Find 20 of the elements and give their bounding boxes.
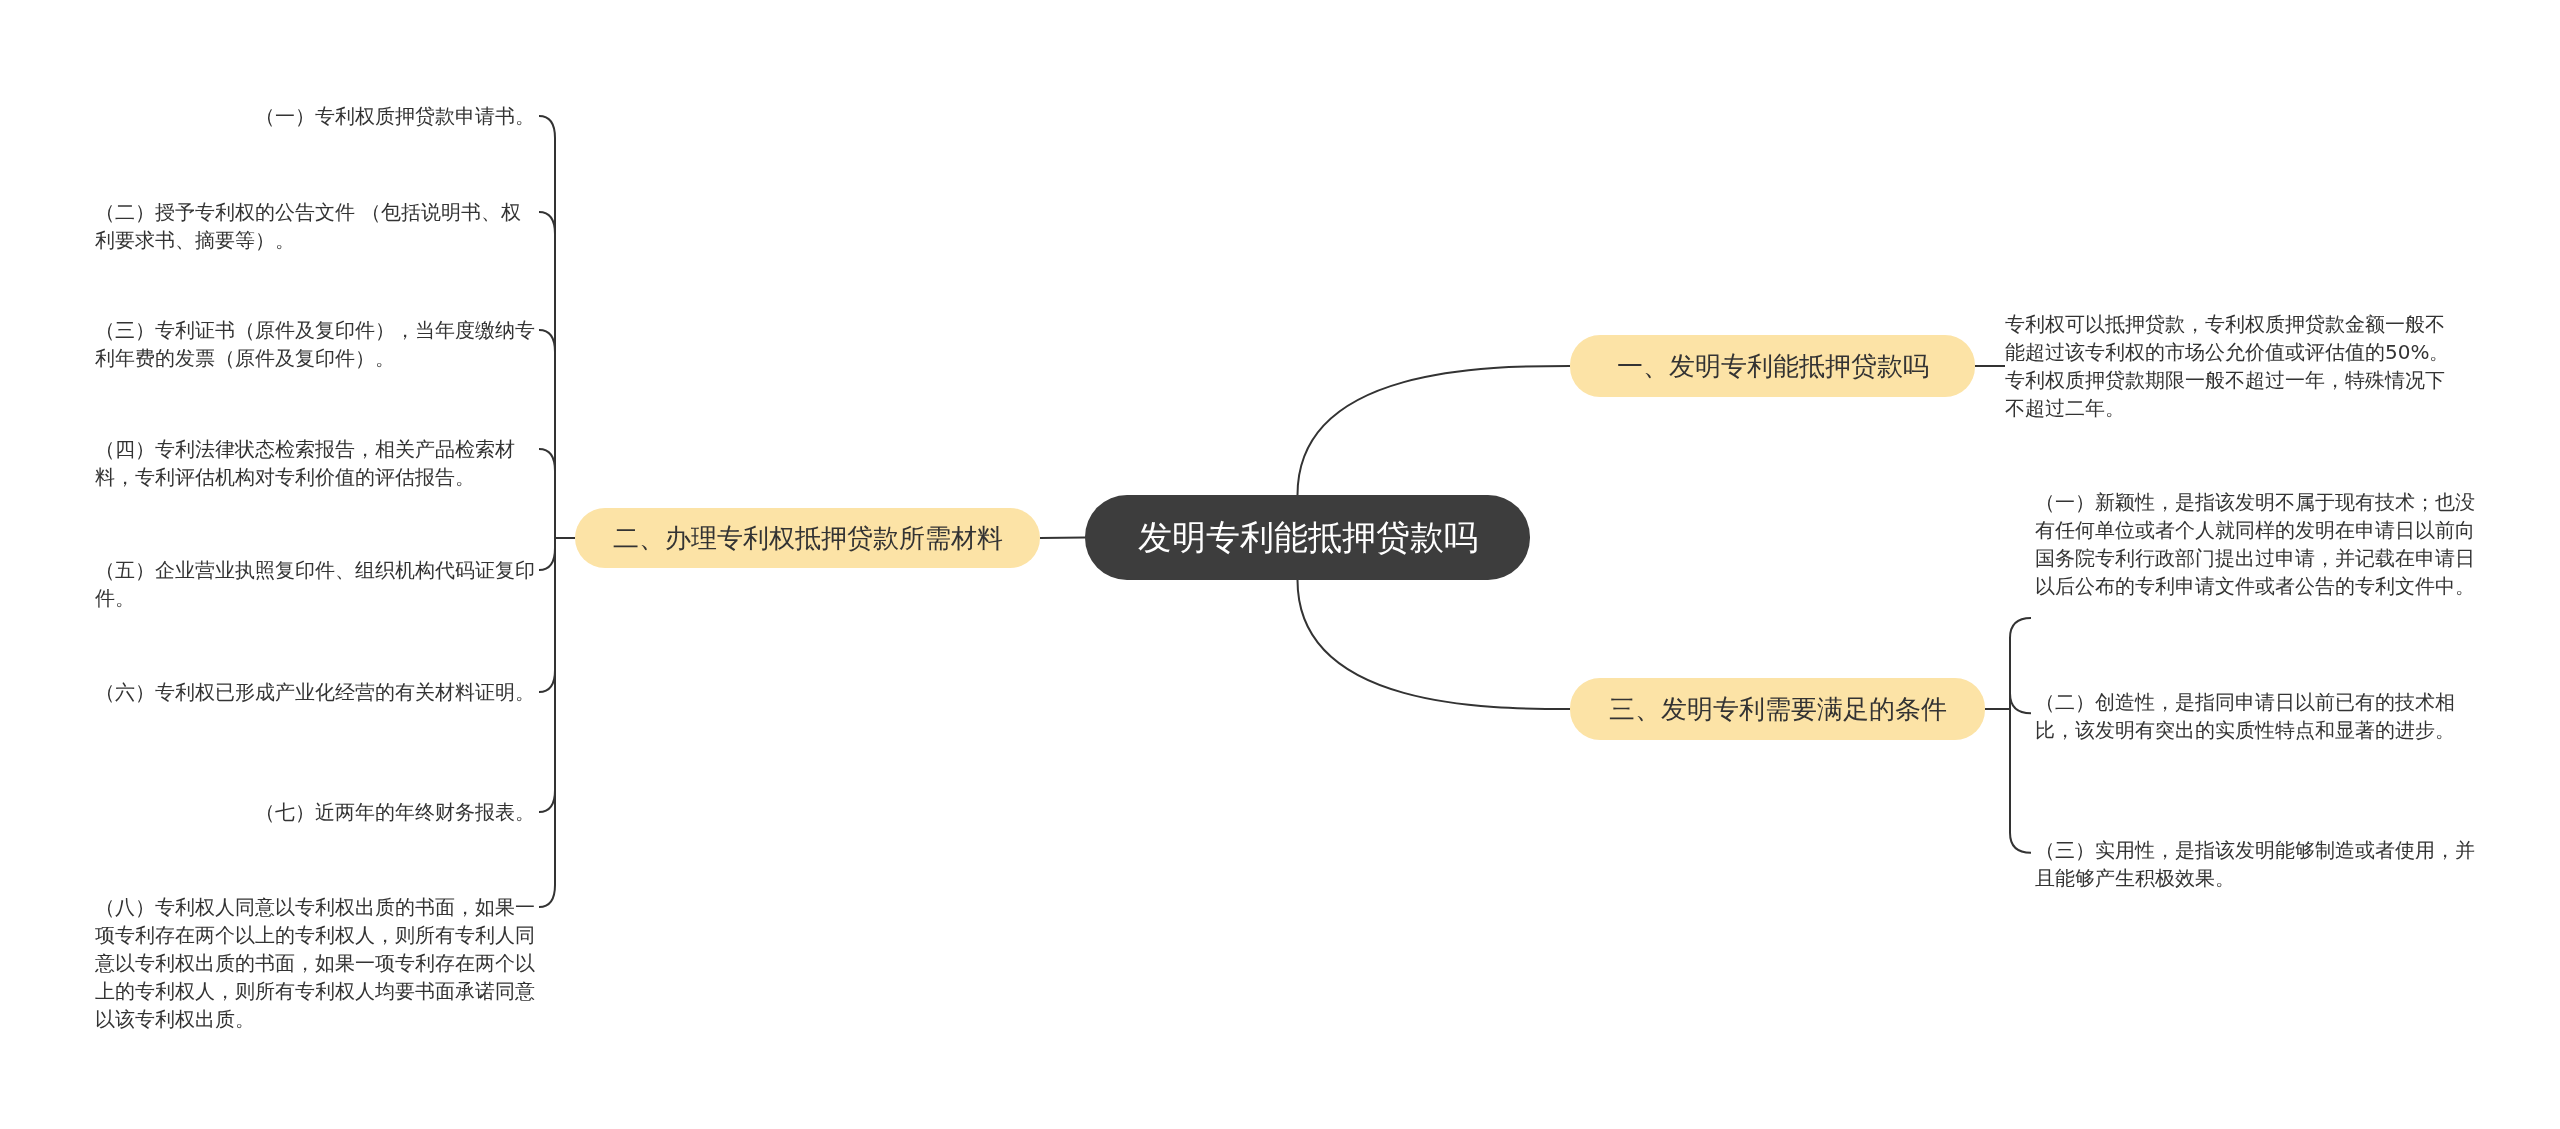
note-text: （五）企业营业执照复印件、组织机构代码证复印件。: [95, 556, 535, 612]
topic-box: 二、办理专利权抵押贷款所需材料: [575, 508, 1040, 568]
note-text: （七）近两年的年终财务报表。: [95, 798, 535, 826]
note-text: 专利权可以抵押贷款，专利权质押贷款金额一般不能超过该专利权的市场公允价值或评估值的50%。专利权质押贷款期限一般不超过一年，特殊情况下不超过二年。: [2005, 310, 2455, 422]
note-text: （二）创造性，是指同申请日以前已有的技术相比，该发明有突出的实质性特点和显著的进步。: [2035, 688, 2475, 744]
topic-box: 一、发明专利能抵押贷款吗: [1570, 335, 1975, 397]
note-text: （三）专利证书（原件及复印件），当年度缴纳专利年费的发票（原件及复印件）。: [95, 316, 535, 372]
connector-line: [1974, 365, 2006, 367]
note-text: （一）新颖性，是指该发明不属于现有技术；也没有任何单位或者个人就同样的发明在申请日以前向国务院专利行政部门提出过申请，并记载在申请日以后公布的专利申请文件或者公告的专利文件中。: [2035, 488, 2475, 600]
connector-line: [1296, 579, 1571, 710]
central-topic: 发明专利能抵押贷款吗: [1085, 495, 1530, 580]
note-text: （一）专利权质押贷款申请书。: [95, 102, 535, 130]
note-text: （八）专利权人同意以专利权出质的书面，如果一项专利存在两个以上的专利权人，则所有专利人同意以专利权出质的书面，如果一项专利存在两个以上的专利权人，则所有专利权人均要书面承诺同意以该专利权出质。: [95, 893, 535, 1033]
note-text: （六）专利权已形成产业化经营的有关材料证明。: [95, 678, 535, 706]
connector-line: [1296, 365, 1571, 496]
connector-line: [1039, 536, 1086, 539]
topic-box: 三、发明专利需要满足的条件: [1570, 678, 1985, 740]
note-text: （二）授予专利权的公告文件 （包括说明书、权利要求书、摘要等）。: [95, 198, 535, 254]
note-text: （四）专利法律状态检索报告，相关产品检索材料，专利评估机构对专利价值的评估报告。: [95, 435, 535, 491]
note-text: （三）实用性，是指该发明能够制造或者使用，并且能够产生积极效果。: [2035, 836, 2475, 892]
